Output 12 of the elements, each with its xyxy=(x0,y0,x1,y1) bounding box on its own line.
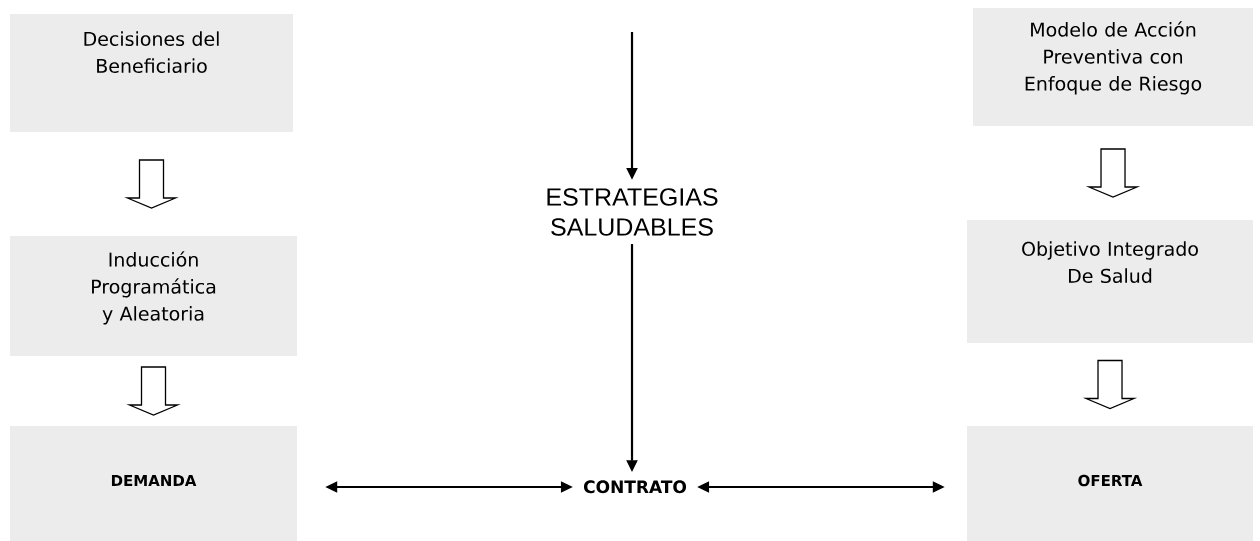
process-box: Objetivo Integrado De Salud xyxy=(967,220,1253,343)
process-box: OFERTA xyxy=(967,426,1253,541)
process-box: Decisiones del Beneficiario xyxy=(10,14,293,132)
process-box: Modelo de Acción Preventiva con Enfoque de Riesgo xyxy=(973,8,1253,126)
block-arrow xyxy=(1085,148,1141,198)
block-arrow xyxy=(126,366,181,416)
process-box: DEMANDA xyxy=(10,426,297,541)
heading-text: ESTRATEGIAS SALUDABLES xyxy=(547,188,718,236)
block-arrow xyxy=(124,159,179,209)
block-arrow xyxy=(1082,359,1138,410)
process-box: Inducción Programática y Aleatoria xyxy=(10,236,297,356)
label-text: CONTRATO xyxy=(584,480,687,494)
